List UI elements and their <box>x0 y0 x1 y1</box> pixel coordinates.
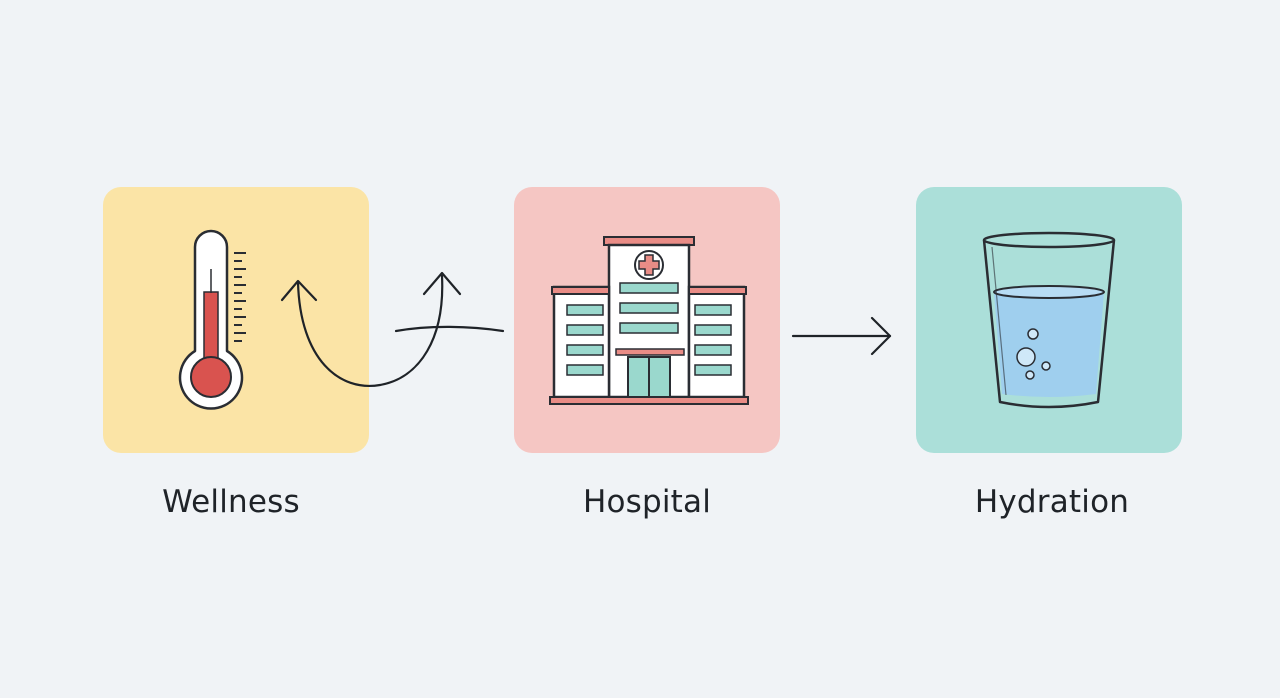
hospital-card <box>514 187 780 453</box>
node-label-hydration: Hydration <box>974 484 1130 520</box>
water-glass-icon <box>982 231 1116 409</box>
node-label-hospital: Hospital <box>582 484 712 520</box>
hydration-card <box>916 187 1182 453</box>
loop-arrow-wellness <box>296 274 444 387</box>
node-label-wellness: Wellness <box>162 484 300 520</box>
arrowhead-up-left <box>280 279 318 302</box>
arrowhead-right <box>870 316 892 356</box>
arrowhead-up-right <box>422 271 462 296</box>
thermometer-icon <box>178 229 246 410</box>
hospital-building-icon <box>549 236 749 405</box>
line-to-hospital <box>394 325 505 333</box>
wellness-card <box>103 187 369 453</box>
